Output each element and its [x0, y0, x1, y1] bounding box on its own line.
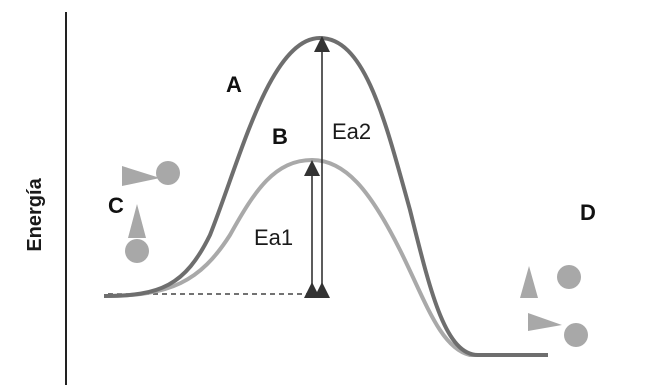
curve-a-label: A [226, 72, 242, 97]
reactants-label: C [108, 193, 124, 218]
products-label: D [580, 200, 596, 225]
reactant-molecule-vertical [125, 204, 149, 263]
product-molecule-top [520, 265, 581, 298]
reactant-molecule-horizontal [122, 161, 180, 186]
y-axis-label: Energía [24, 177, 46, 251]
ea2-label: Ea2 [332, 119, 371, 144]
curve-b [103, 157, 548, 357]
curve-a [103, 35, 548, 357]
product-molecule-bottom [528, 313, 588, 347]
ea1-label: Ea1 [254, 225, 293, 250]
curve-b-label: B [272, 124, 288, 149]
